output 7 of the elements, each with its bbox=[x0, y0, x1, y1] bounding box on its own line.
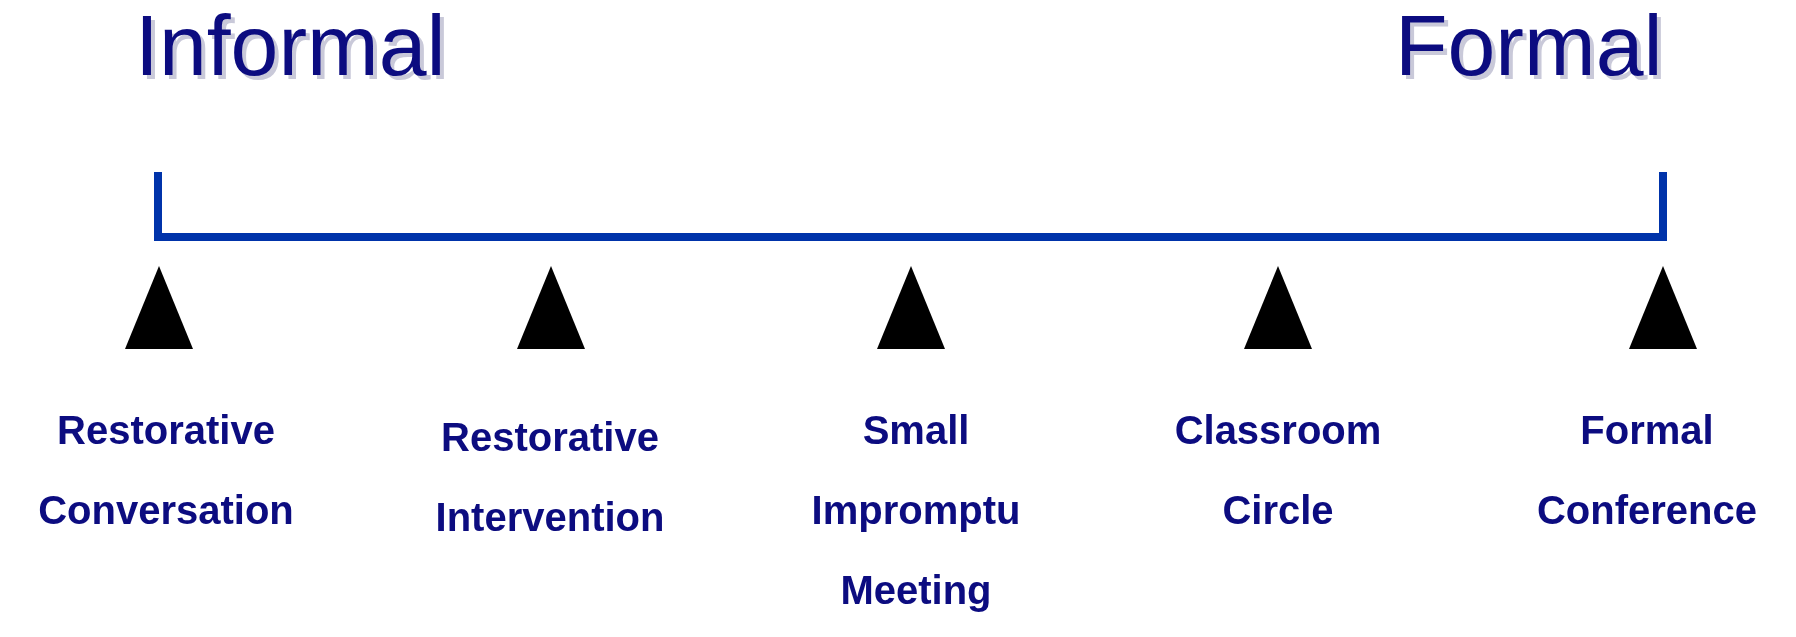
stage-label: Small Impromptu Meeting bbox=[810, 407, 1022, 614]
stage-label: Restorative Intervention bbox=[434, 414, 666, 541]
stage-label: Classroom Circle bbox=[1173, 407, 1383, 534]
stage-label: Restorative Conversation bbox=[37, 407, 295, 534]
scale-end-label: Formal bbox=[1395, 2, 1663, 88]
stage-label: Formal Conference bbox=[1535, 407, 1759, 534]
scale-end-label: Informal bbox=[135, 2, 446, 88]
